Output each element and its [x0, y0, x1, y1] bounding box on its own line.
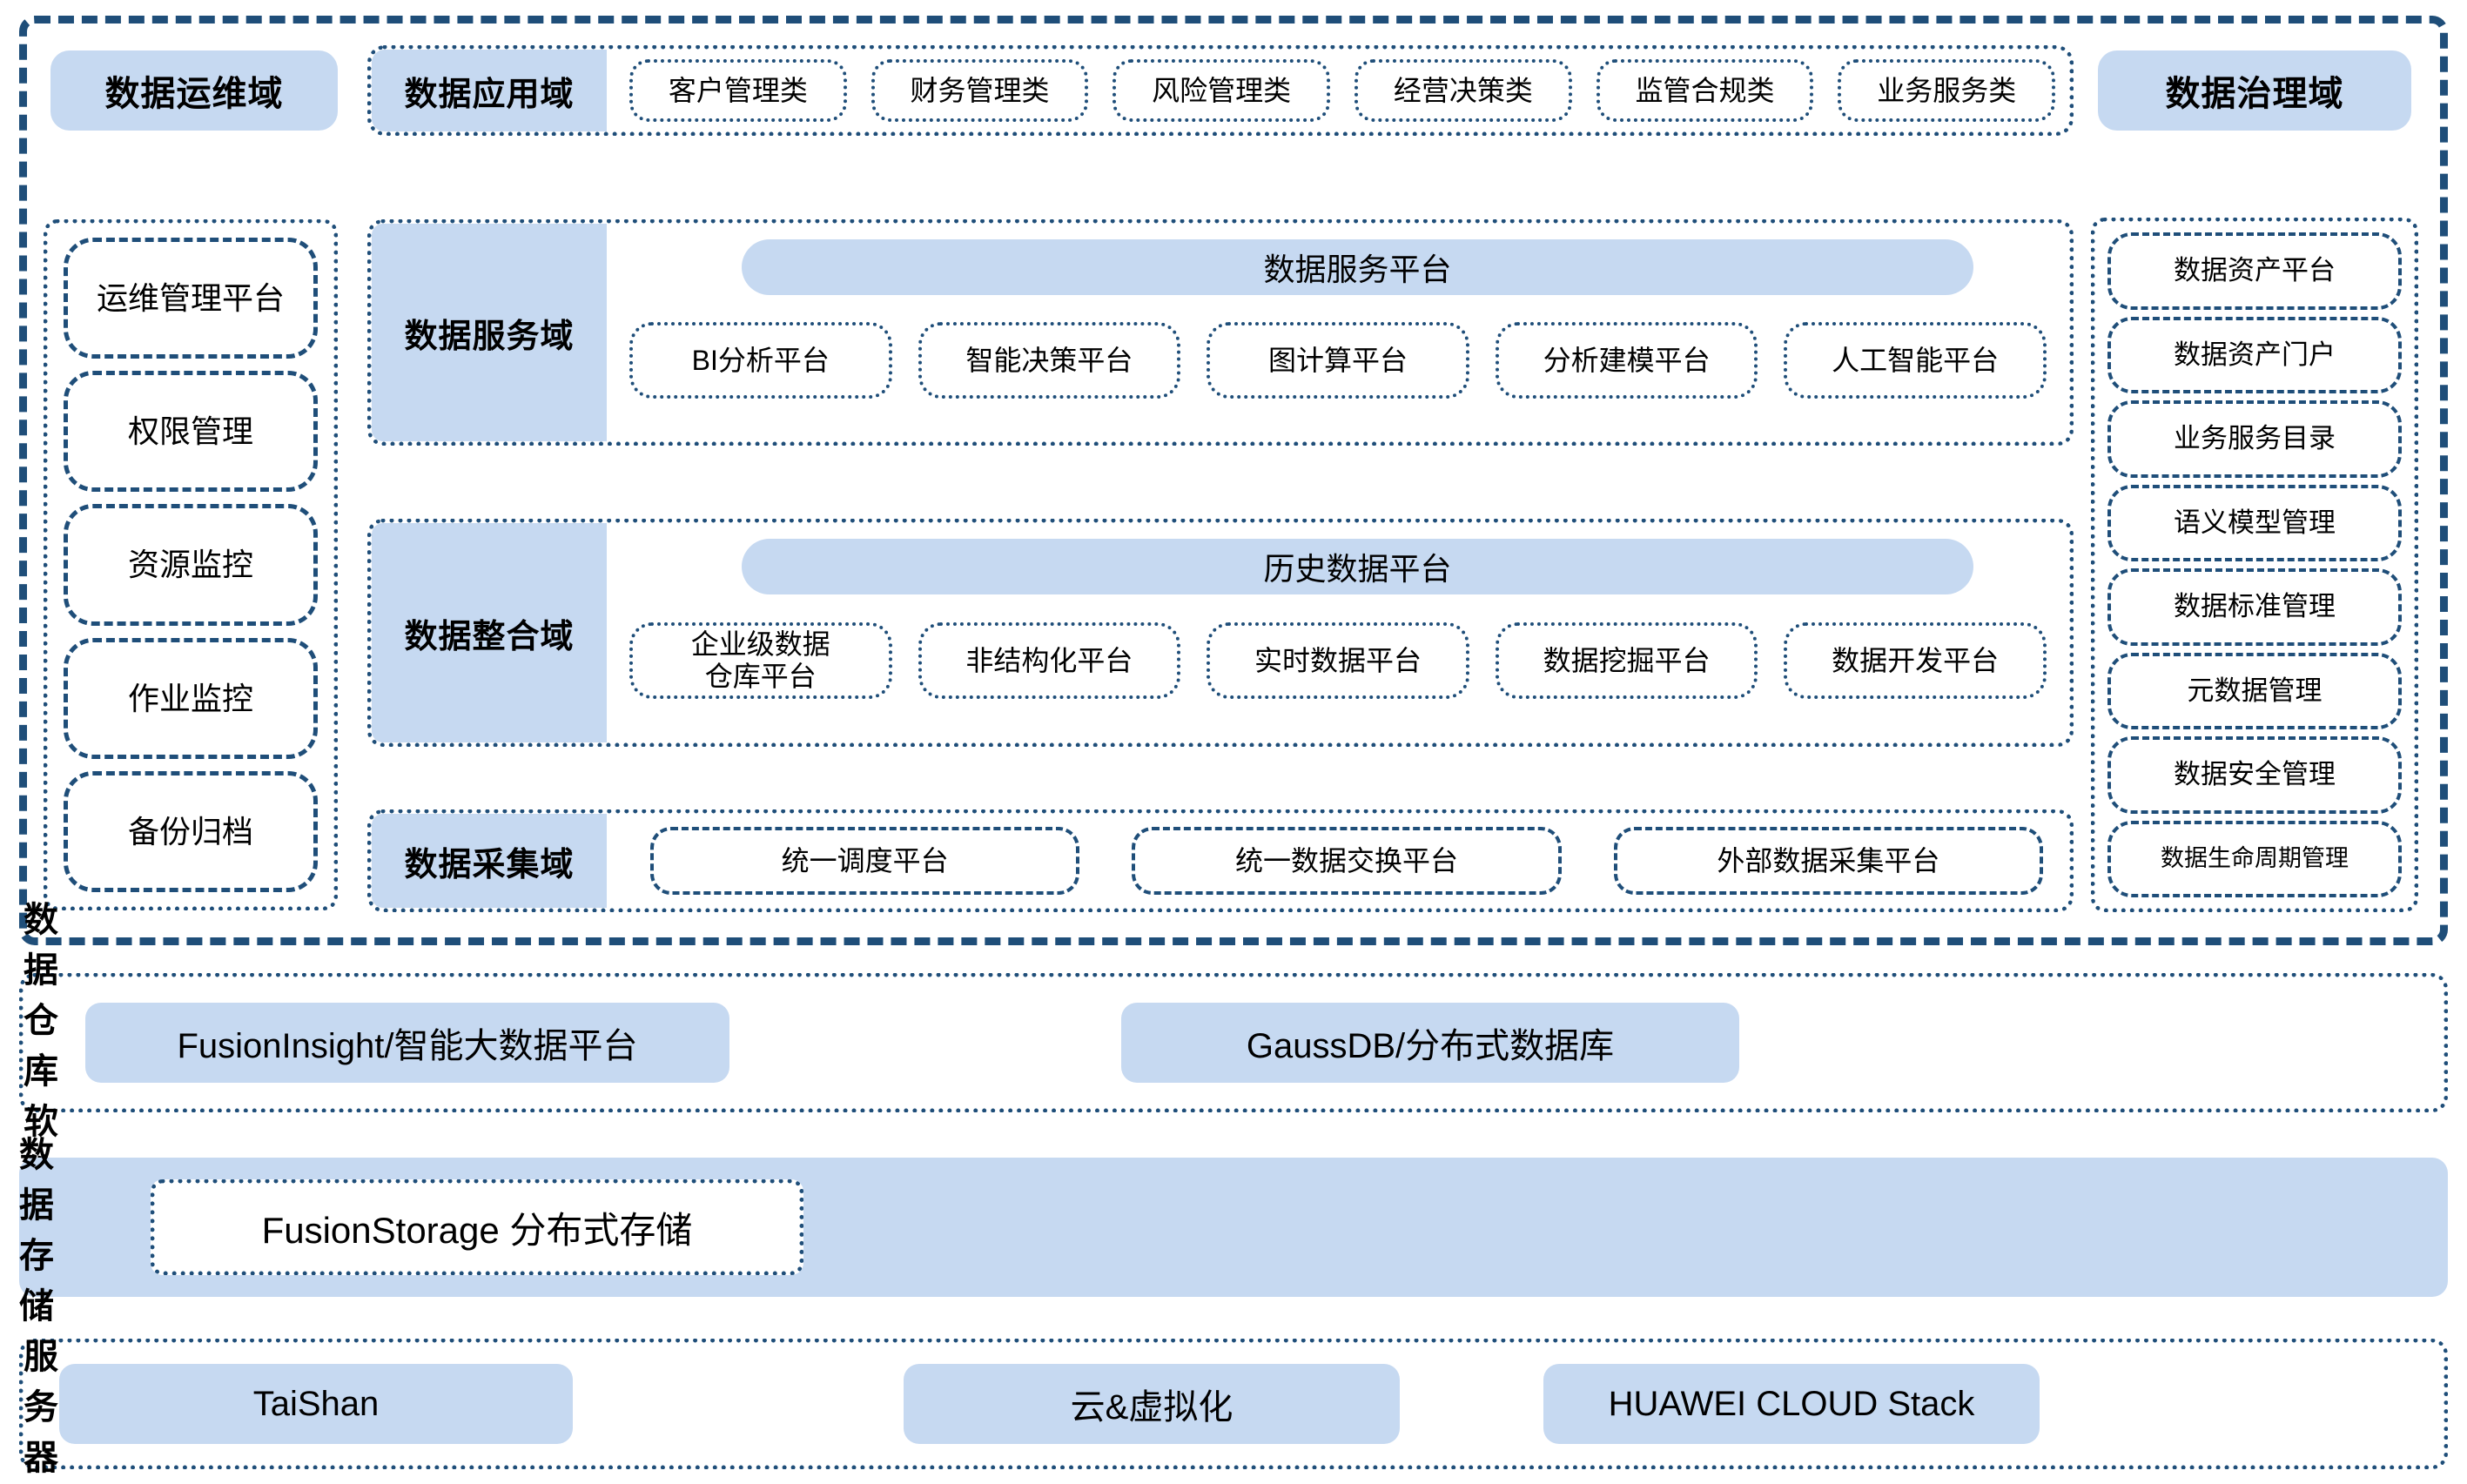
chip-huawei-cloud-stack[interactable]: HUAWEI CLOUD Stack: [1543, 1364, 2040, 1444]
governance-domain-column: 数据资产平台 数据资产门户 业务服务目录 语义模型管理 数据标准管理 元数据管理…: [2091, 218, 2418, 912]
application-domain-label: 数据应用域: [372, 50, 607, 131]
integrate-item-realtime-data[interactable]: 实时数据平台: [1207, 622, 1469, 699]
gov-item-data-security-management[interactable]: 数据安全管理: [2107, 736, 2402, 814]
application-domain-items: 客户管理类 财务管理类 风险管理类 经营决策类 监管合规类 业务服务类: [607, 50, 2069, 131]
data-integration-domain-body: 历史数据平台 企业级数据仓库平台 非结构化平台 实时数据平台 数据挖掘平台 数据…: [607, 523, 2069, 742]
integrate-item-data-mining[interactable]: 数据挖掘平台: [1495, 622, 1758, 699]
ops-item-ops-platform[interactable]: 运维管理平台: [64, 238, 318, 359]
gov-item-data-asset-portal[interactable]: 数据资产门户: [2107, 316, 2402, 393]
app-item-decision[interactable]: 经营决策类: [1354, 59, 1572, 122]
platform-outer-boundary: [19, 16, 2448, 945]
gov-item-metadata-management[interactable]: 元数据管理: [2107, 652, 2402, 729]
data-service-domain-items: BI分析平台 智能决策平台 图计算平台 分析建模平台 人工智能平台: [607, 295, 2069, 441]
integrate-item-data-development[interactable]: 数据开发平台: [1784, 622, 2047, 699]
data-service-platform-banner: 数据服务平台: [742, 239, 1973, 295]
data-service-domain-label: 数据服务域: [372, 224, 607, 441]
gov-item-business-service-catalog[interactable]: 业务服务目录: [2107, 400, 2402, 478]
chip-fusioninsight[interactable]: FusionInsight/智能大数据平台: [85, 1003, 729, 1083]
service-item-graph-compute[interactable]: 图计算平台: [1207, 322, 1469, 399]
chip-cloud-virtualization[interactable]: 云&虚拟化: [904, 1364, 1400, 1444]
data-integration-domain-row: 数据整合域 历史数据平台 企业级数据仓库平台 非结构化平台 实时数据平台 数据挖…: [367, 519, 2074, 747]
data-collection-domain-row: 数据采集域 统一调度平台 统一数据交换平台 外部数据采集平台: [367, 809, 2074, 912]
gov-item-data-asset-platform[interactable]: 数据资产平台: [2107, 232, 2402, 310]
service-item-analysis-modeling[interactable]: 分析建模平台: [1495, 322, 1758, 399]
data-integration-domain-label: 数据整合域: [372, 523, 607, 742]
chip-taishan[interactable]: TaiShan: [59, 1364, 573, 1444]
gov-item-data-lifecycle-management[interactable]: 数据生命周期管理: [2107, 820, 2402, 897]
gov-item-data-standard-management[interactable]: 数据标准管理: [2107, 568, 2402, 646]
data-storage-layer: 数据存储 FusionStorage 分布式存储: [19, 1136, 2448, 1326]
ops-item-job-monitor[interactable]: 作业监控: [64, 637, 318, 759]
data-service-domain-row: 数据服务域 数据服务平台 BI分析平台 智能决策平台 图计算平台 分析建模平台 …: [367, 219, 2074, 446]
server-layer: 服务器 TaiShan 云&虚拟化 HUAWEI CLOUD Stack: [19, 1338, 2448, 1477]
integrate-item-unstructured[interactable]: 非结构化平台: [918, 622, 1181, 699]
ops-item-backup-archive[interactable]: 备份归档: [64, 770, 318, 893]
app-item-business-service[interactable]: 业务服务类: [1838, 59, 2056, 122]
app-item-risk[interactable]: 风险管理类: [1113, 59, 1331, 122]
application-domain-strip: 数据应用域 客户管理类 财务管理类 风险管理类 经营决策类 监管合规类 业务服务…: [367, 45, 2074, 136]
ops-item-resource-monitor[interactable]: 资源监控: [64, 504, 318, 626]
collect-item-external-data-collection[interactable]: 外部数据采集平台: [1613, 827, 2043, 895]
chip-gaussdb[interactable]: GaussDB/分布式数据库: [1121, 1003, 1739, 1083]
data-service-domain-body: 数据服务平台 BI分析平台 智能决策平台 图计算平台 分析建模平台 人工智能平台: [607, 224, 2069, 441]
data-collection-domain-body: 统一调度平台 统一数据交换平台 外部数据采集平台: [607, 814, 2069, 908]
ops-domain-label: 数据运维域: [104, 75, 284, 113]
collect-item-unified-scheduling[interactable]: 统一调度平台: [650, 827, 1080, 895]
collect-item-unified-data-exchange[interactable]: 统一数据交换平台: [1132, 827, 1562, 895]
box-fusionstorage[interactable]: FusionStorage 分布式存储: [151, 1179, 803, 1275]
data-warehouse-software-layer: 数据仓库软件 FusionInsight/智能大数据平台 GaussDB/分布式…: [19, 901, 2448, 1192]
governance-domain-header: 数据治理域: [2098, 50, 2411, 131]
app-item-finance[interactable]: 财务管理类: [871, 59, 1089, 122]
server-label: 服务器: [24, 1338, 59, 1477]
service-item-smart-decision[interactable]: 智能决策平台: [918, 322, 1181, 399]
gov-item-semantic-model-management[interactable]: 语义模型管理: [2107, 484, 2402, 561]
data-collection-domain-label: 数据采集域: [372, 814, 607, 908]
ops-domain-column: 运维管理平台 权限管理 资源监控 作业监控 备份归档: [44, 219, 338, 910]
service-item-artificial-intelligence[interactable]: 人工智能平台: [1784, 322, 2047, 399]
service-item-bi-analysis[interactable]: BI分析平台: [629, 322, 892, 399]
governance-domain-label: 数据治理域: [2165, 75, 2344, 113]
data-storage-label: 数据存储: [19, 1136, 55, 1326]
app-item-compliance[interactable]: 监管合规类: [1596, 59, 1814, 122]
integrate-item-enterprise-dw[interactable]: 企业级数据仓库平台: [629, 622, 892, 699]
ops-item-permission[interactable]: 权限管理: [64, 371, 318, 493]
ops-domain-header: 数据运维域: [50, 50, 338, 131]
history-data-platform-banner: 历史数据平台: [742, 539, 1973, 594]
app-item-customer[interactable]: 客户管理类: [629, 59, 847, 122]
data-integration-domain-items: 企业级数据仓库平台 非结构化平台 实时数据平台 数据挖掘平台 数据开发平台: [607, 594, 2069, 742]
